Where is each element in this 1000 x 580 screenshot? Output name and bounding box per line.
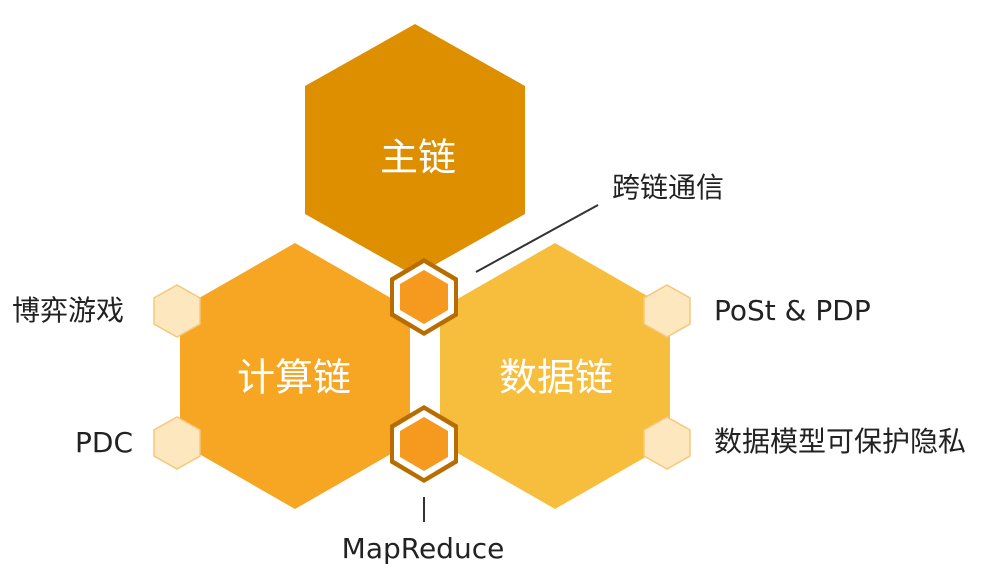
cross-chain-connector-hexagon: [390, 258, 458, 336]
data-privacy-label: 数据模型可保护隐私: [714, 425, 966, 458]
main-chain-label: 主链: [380, 136, 456, 180]
compute-chain-label: 计算链: [237, 356, 351, 400]
game-label: 博弈游戏: [12, 294, 124, 327]
game-satellite-hexagon: [153, 284, 201, 338]
data-privacy-satellite-hexagon: [643, 416, 691, 470]
pdc-label: PDC: [75, 426, 133, 459]
mapreduce-connector-hexagon: [390, 405, 458, 483]
main-chain-hexagon: [305, 24, 525, 276]
mapreduce-label: MapReduce: [342, 532, 505, 565]
pdc-satellite-hexagon: [153, 416, 201, 470]
data-chain-label: 数据链: [499, 356, 613, 400]
post-pdp-label: PoSt & PDP: [714, 294, 871, 327]
cross-chain-label: 跨链通信: [612, 171, 724, 204]
post-pdp-satellite-hexagon: [643, 284, 691, 338]
cross-chain-leader-line: [475, 204, 599, 273]
data-chain-hexagon: [440, 243, 670, 509]
compute-chain-hexagon: [180, 243, 410, 509]
